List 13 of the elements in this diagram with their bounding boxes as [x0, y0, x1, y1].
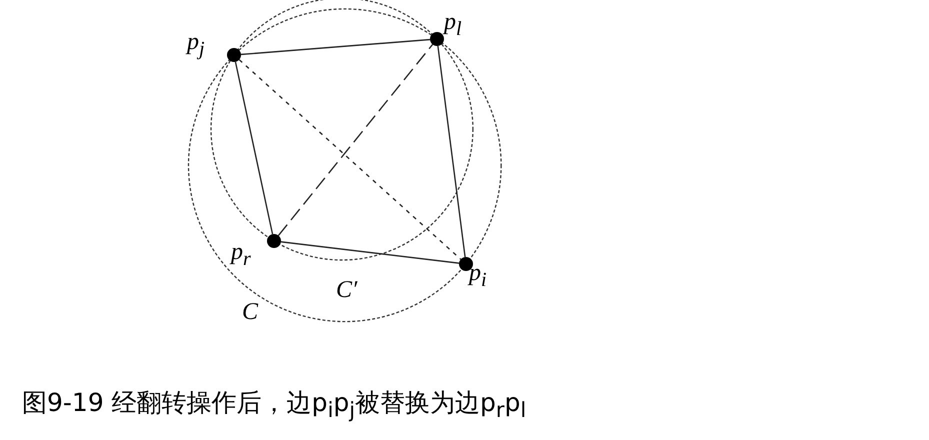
point-label: p$_{j}$: [187, 30, 205, 59]
figure-caption: 图9-19 经翻转操作后，边p$_{i}$p$_{j}$被替换为边p$_{r}$p$_{l}$: [22, 388, 526, 423]
edge: [437, 46, 466, 258]
edge: [280, 241, 460, 264]
circle-label: C: [242, 300, 258, 324]
edge: [234, 62, 274, 234]
edge: [240, 38, 430, 56]
point-label: p$_{r}$: [231, 240, 251, 269]
dashed-edge: [278, 44, 434, 236]
dashed-edge: [238, 59, 462, 260]
point-label: p$_{i}$: [469, 261, 487, 290]
point-label: p$_{l}$: [444, 10, 462, 39]
circle-label: C′: [336, 278, 358, 302]
